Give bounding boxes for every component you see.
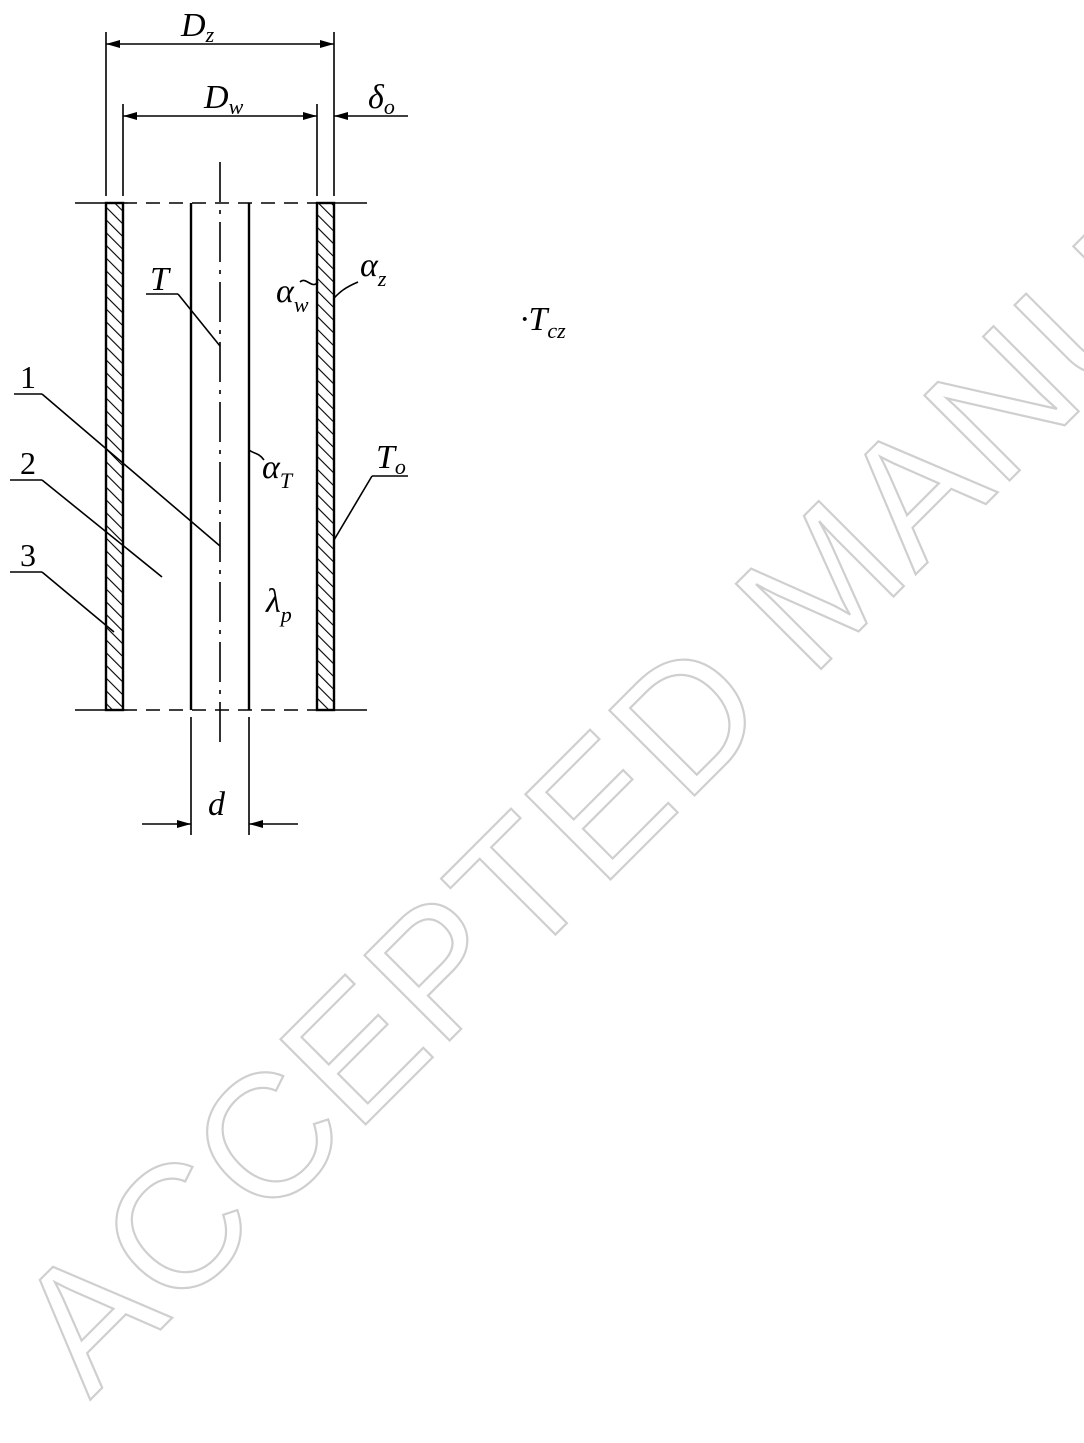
d-label: d: [208, 786, 226, 823]
t-label: T: [150, 261, 171, 298]
alpha-w-label: αw: [276, 273, 309, 317]
alpha-z-leader: [333, 281, 359, 299]
alpha-z-label: αz: [360, 247, 387, 291]
lambda-p-label: λp: [265, 583, 292, 627]
callout-3-label: 3: [20, 537, 36, 573]
outer-wall-right: [315, 201, 336, 712]
dw-label: Dw: [203, 79, 244, 119]
t-leader: [177, 293, 221, 347]
callout-1-leader: [41, 393, 221, 547]
alpha-t-label: αT: [262, 449, 294, 493]
delta-o-label: δo: [368, 79, 395, 119]
alpha-w-leader: [299, 279, 319, 286]
t-o-label: To: [376, 439, 406, 479]
callout-2-leader: [41, 479, 163, 578]
t-cz-label: ·Tcz: [520, 301, 566, 343]
t-o-leader: [333, 475, 373, 541]
alpha-t-leader: [248, 449, 265, 461]
callout-2-label: 2: [20, 445, 36, 481]
callout-1-label: 1: [20, 359, 36, 395]
callout-3-leader: [41, 571, 115, 633]
dz-label: Dz: [180, 7, 215, 47]
